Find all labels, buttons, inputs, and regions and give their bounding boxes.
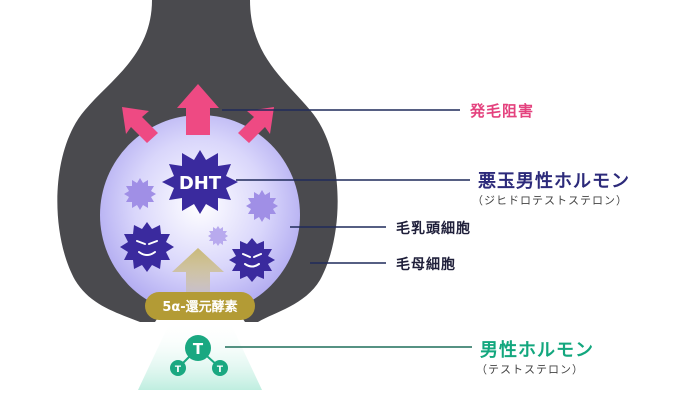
testosterone-small-label: T: [175, 365, 182, 375]
connector-lines: [222, 109, 472, 348]
arrow-right-icon: [238, 107, 274, 143]
angry-virus-right: [229, 238, 275, 282]
angry-virus-left: [120, 222, 174, 272]
dht-molecule: DHT: [162, 150, 238, 214]
dht-virus-icon: [162, 150, 238, 214]
enzyme-badge: 5α-還元酵素: [145, 292, 255, 320]
enzyme-label: 5α-還元酵素: [162, 299, 237, 315]
angry-virus-icon: [229, 238, 275, 282]
small-virus-icon: [124, 178, 156, 210]
testosterone-molecules: T T T: [170, 335, 228, 376]
enzyme-pill: [145, 292, 255, 320]
testosterone-small-icon: [212, 360, 228, 376]
testosterone-small-icon: [170, 360, 186, 376]
hair-loss-label: 発毛阻害: [470, 102, 535, 120]
bad-hormone-sub-label: （ジヒドロテストステロン）: [472, 194, 628, 207]
angry-virus-icon: [120, 222, 174, 272]
bad-hormone-label: 悪玉男性ホルモン: [478, 171, 630, 192]
dht-label: DHT: [179, 173, 222, 194]
testosterone-label: 男性ホルモン: [480, 340, 594, 361]
papilla-label: 毛乳頭細胞: [396, 221, 471, 237]
hair-loss-arrows: [122, 84, 274, 143]
arrow-left-icon: [122, 107, 158, 143]
testosterone-small-label: T: [217, 365, 224, 375]
conversion-arrow: [172, 248, 224, 300]
small-virus-icon: [246, 190, 278, 222]
tiny-virus-icon: [208, 226, 228, 246]
testosterone-big-label: T: [193, 340, 204, 358]
testosterone-sub-label: （テストステロン）: [476, 363, 584, 376]
arrow-up-icon: [177, 84, 219, 135]
testosterone-icon: [185, 335, 211, 361]
matrix-label: 毛母細胞: [396, 257, 456, 273]
